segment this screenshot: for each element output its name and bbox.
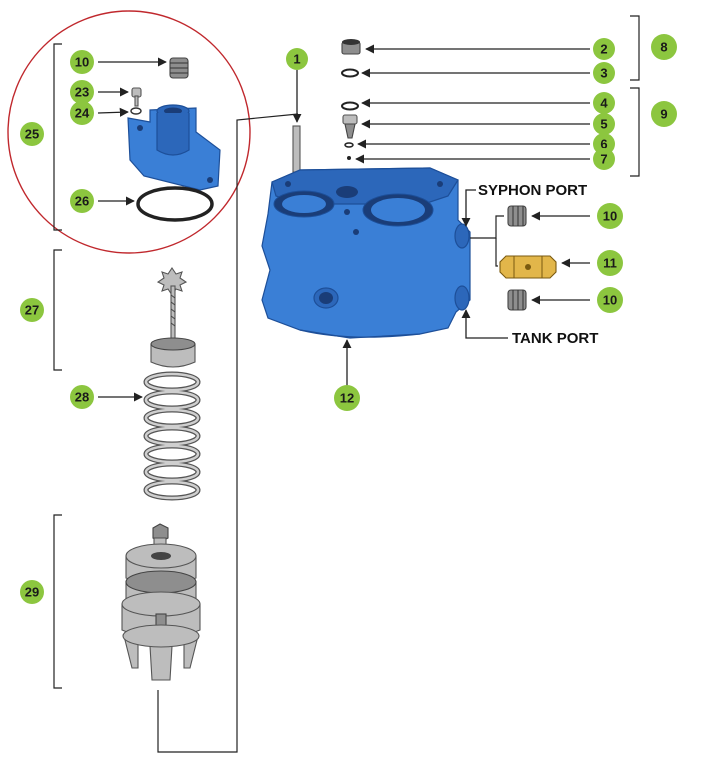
svg-text:3: 3 (600, 66, 607, 81)
highlight-circle (7, 10, 251, 254)
callout-28: 28 (70, 385, 94, 409)
part-6-ring (344, 142, 354, 148)
svg-text:4: 4 (600, 96, 608, 111)
part-25-cover (127, 104, 221, 191)
part-27-stem-assembly (150, 267, 196, 368)
part-7-ball (347, 156, 351, 160)
callout-4: 4 (593, 92, 615, 114)
assembly-connector-line (157, 113, 299, 753)
callout-9: 9 (651, 101, 677, 127)
part-29-piston-assembly (121, 523, 201, 681)
part-4-o-ring (341, 101, 359, 111)
callout-8: 8 (651, 34, 677, 60)
svg-text:24: 24 (75, 106, 90, 121)
svg-text:5: 5 (600, 117, 607, 132)
tank-port-label: TANK PORT (512, 330, 598, 347)
svg-text:11: 11 (603, 256, 617, 271)
part-5-check-valve (342, 114, 358, 139)
callout-2: 2 (593, 38, 615, 60)
callout-25: 25 (20, 122, 44, 146)
part-12-valve-body (261, 167, 471, 339)
callout-10-cover: 10 (70, 50, 94, 74)
callout-11: 11 (597, 250, 623, 276)
callout-23: 23 (70, 80, 94, 104)
svg-text:23: 23 (75, 85, 89, 100)
callout-10-tank: 10 (597, 287, 623, 313)
svg-text:6: 6 (600, 137, 607, 152)
callout-26: 26 (70, 189, 94, 213)
callout-29: 29 (20, 580, 44, 604)
svg-text:25: 25 (25, 127, 39, 142)
syphon-port-label: SYPHON PORT (478, 182, 587, 199)
part-3-o-ring (341, 68, 359, 78)
callout-27: 27 (20, 298, 44, 322)
svg-text:9: 9 (660, 107, 667, 122)
part-23-screw (131, 87, 142, 107)
svg-text:8: 8 (660, 40, 667, 55)
part-24-washer (130, 107, 142, 115)
callout-3: 3 (593, 62, 615, 84)
callout-5: 5 (593, 113, 615, 135)
svg-text:28: 28 (75, 390, 89, 405)
part-10-plug-top (169, 57, 189, 79)
svg-text:10: 10 (603, 293, 617, 308)
svg-text:1: 1 (293, 52, 300, 67)
svg-text:10: 10 (75, 55, 89, 70)
part-1-pin (292, 125, 301, 173)
part-10-plug-syphon (507, 205, 527, 227)
svg-text:29: 29 (25, 585, 39, 600)
callout-24: 24 (70, 101, 94, 125)
callout-7: 7 (593, 148, 615, 170)
part-10-plug-tank (507, 289, 527, 311)
svg-text:2: 2 (600, 42, 607, 57)
svg-text:12: 12 (340, 391, 354, 406)
callout-1: 1 (286, 48, 308, 70)
part-26-gasket (136, 186, 214, 222)
svg-text:10: 10 (603, 209, 617, 224)
part-2-cap (341, 39, 361, 55)
callout-10-syphon: 10 (597, 203, 623, 229)
svg-text:7: 7 (600, 152, 607, 167)
svg-text:27: 27 (25, 303, 39, 318)
part-11-brass-fitting (499, 255, 557, 279)
callout-12: 12 (334, 385, 360, 411)
svg-text:26: 26 (75, 194, 89, 209)
